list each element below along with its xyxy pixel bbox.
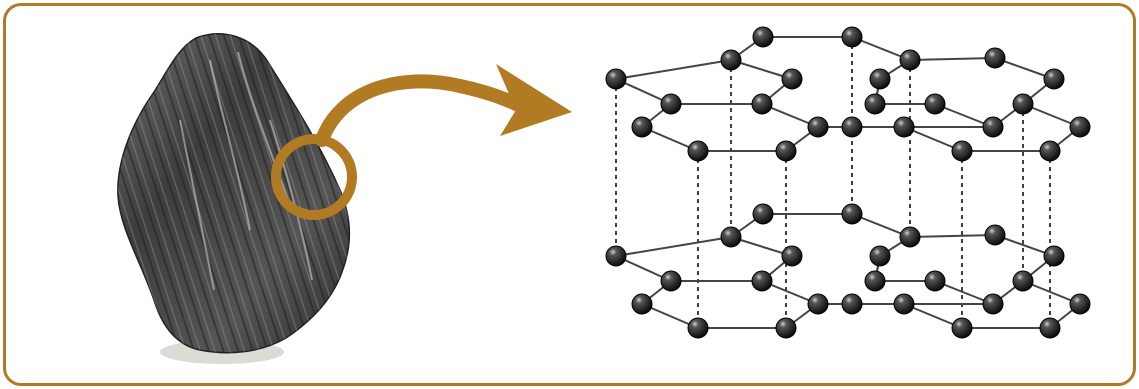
- carbon-atom-upper: [751, 93, 773, 115]
- carbon-atom-upper: [605, 68, 627, 90]
- carbon-atom-upper: [687, 140, 709, 162]
- carbon-atom-upper: [775, 140, 797, 162]
- carbon-atom-upper: [1043, 68, 1065, 90]
- carbon-atom-lower: [775, 317, 797, 339]
- layer-bond: [615, 236, 732, 257]
- carbon-atom-lower: [1039, 317, 1061, 339]
- carbon-atom-upper: [752, 26, 774, 48]
- carbon-atom-upper: [982, 116, 1004, 138]
- carbon-atom-upper: [720, 49, 742, 71]
- carbon-atom-lower: [687, 317, 709, 339]
- carbon-atom-upper: [864, 93, 886, 115]
- carbon-atom-upper: [893, 116, 915, 138]
- carbon-atom-lower: [1043, 245, 1065, 267]
- layer-bond: [730, 59, 793, 80]
- carbon-atom-upper: [899, 49, 921, 71]
- carbon-atom-upper: [660, 93, 682, 115]
- carbon-atom-upper: [984, 47, 1006, 69]
- layer-bond: [730, 236, 793, 257]
- carbon-atom-lower: [864, 270, 886, 292]
- carbon-atom-upper: [1069, 116, 1091, 138]
- layer-bond: [909, 234, 996, 238]
- carbon-atom-upper: [869, 68, 891, 90]
- carbon-atom-upper: [631, 116, 653, 138]
- carbon-atom-lower: [781, 245, 803, 267]
- layer-bond: [615, 59, 732, 80]
- curved-arrow-icon: [315, 74, 535, 147]
- graphite-photo: [94, 20, 362, 365]
- carbon-atom-lower: [984, 224, 1006, 246]
- carbon-atom-upper: [807, 116, 829, 138]
- carbon-atom-lower: [752, 203, 774, 225]
- carbon-atom-lower: [869, 245, 891, 267]
- carbon-atom-lower: [720, 226, 742, 248]
- carbon-atom-upper: [841, 116, 863, 138]
- carbon-atom-upper: [951, 140, 973, 162]
- interlayer-bonds: [615, 37, 1051, 328]
- carbon-atom-upper: [1039, 140, 1061, 162]
- carbon-atom-lower: [951, 317, 973, 339]
- carbon-atom-lower: [841, 293, 863, 315]
- graphite-lattice: [605, 26, 1091, 339]
- mineral-highlights: [179, 51, 313, 291]
- layer-bond: [909, 57, 996, 61]
- arrow-head: [496, 64, 572, 136]
- carbon-atom-lower: [807, 293, 829, 315]
- carbon-atom-lower: [841, 203, 863, 225]
- carbon-atom-lower: [751, 270, 773, 292]
- carbon-atom-upper: [1012, 93, 1034, 115]
- carbon-atom-lower: [899, 226, 921, 248]
- layer-bonds: [615, 36, 1081, 329]
- carbon-atom-lower: [660, 270, 682, 292]
- carbon-atom-lower: [1069, 293, 1091, 315]
- highlight-circle: [271, 134, 357, 220]
- carbon-atom-upper: [841, 26, 863, 48]
- carbon-atom-upper: [781, 68, 803, 90]
- carbon-atom-lower: [924, 270, 946, 292]
- carbon-atom-upper: [924, 93, 946, 115]
- carbon-atom-lower: [982, 293, 1004, 315]
- carbon-atom-lower: [605, 245, 627, 267]
- carbon-atoms: [605, 26, 1091, 339]
- carbon-atom-lower: [631, 293, 653, 315]
- carbon-atom-lower: [893, 293, 915, 315]
- carbon-atom-lower: [1012, 270, 1034, 292]
- mineral-striations: [117, 33, 350, 353]
